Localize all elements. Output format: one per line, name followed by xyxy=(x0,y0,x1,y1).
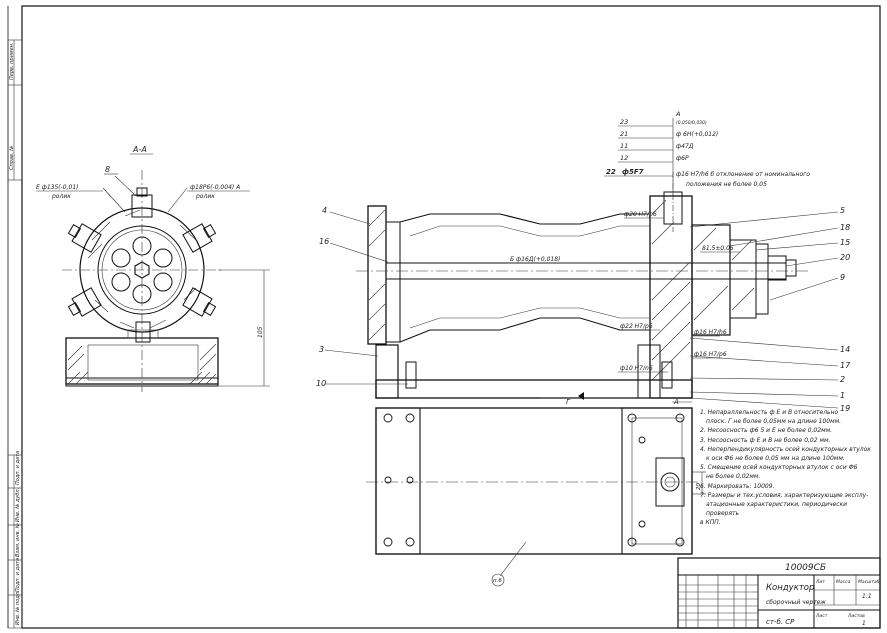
fit-12: ф6Р xyxy=(676,155,689,162)
dim-23: 23 xyxy=(620,118,628,126)
strip-label-3: Инв. № подл. xyxy=(15,591,21,626)
strip-label-2: Справ. № xyxy=(9,146,15,170)
req-line: 1. Непараллельность ф Е и В относительно xyxy=(700,409,839,416)
item-2: 2 xyxy=(840,375,845,384)
dim-21: 21 xyxy=(620,130,628,138)
plan-base xyxy=(375,407,693,555)
req-line: к оси Ф6 не более 0,05 мм на длине 100мм… xyxy=(706,455,845,463)
item-18: 18 xyxy=(840,223,850,232)
strip-label-1: Перв. примен. xyxy=(9,42,15,80)
side-strip-bottom-box xyxy=(7,454,23,629)
callout-fit-a: ф18Р6(-0,004) А xyxy=(190,184,240,191)
req-line: не более 0,02мм. xyxy=(706,473,761,481)
dim-22: 22 xyxy=(606,168,616,176)
req-line: плоск. Г не более 0,05мм на длине 100мм. xyxy=(706,418,842,426)
item-14: 14 xyxy=(840,345,850,354)
section-label: А-А xyxy=(132,145,147,154)
item-9: 9 xyxy=(840,273,845,282)
mass-label: Масса xyxy=(836,579,851,585)
item-3: 3 xyxy=(319,345,324,354)
technical-requirements: 1. Непараллельность ф Е и В относительно… xyxy=(700,408,880,528)
dim-11: 11 xyxy=(620,142,628,150)
dim-phi20: ф20 H7/p6 xyxy=(624,211,657,218)
item-19: 19 xyxy=(840,404,850,413)
scale-label: Масштаб xyxy=(858,579,880,585)
strip-label-6: Инв. № дубл. xyxy=(15,488,21,522)
fit-21: ф 6Н(+0,012) xyxy=(676,131,718,138)
scale-value: 1:1 xyxy=(862,593,872,600)
callout-fit-e-sub: ролик xyxy=(51,193,71,200)
callout-p6: п.6 xyxy=(493,578,502,584)
item-5: 5 xyxy=(840,206,845,215)
datum-g: Г xyxy=(566,398,571,406)
title-block: 10009СБ Кондуктор сборочный чертеж ст-б.… xyxy=(677,557,881,629)
callout-fit-e: Е ф135(-0,01) xyxy=(36,184,79,191)
lit-label: Лит xyxy=(815,579,825,585)
doc-number: 10009СБ xyxy=(785,563,826,573)
dim-phi16a: ф16 H7/h6 xyxy=(694,329,727,336)
strip-label-5: Взам. инв. № xyxy=(15,523,21,557)
fit-a-top: А xyxy=(675,110,680,118)
item-4: 4 xyxy=(322,206,327,215)
fit-a-top-tol: (0,050/0,030) xyxy=(676,120,707,126)
dim-105: 105 xyxy=(257,326,264,338)
note-line-2: положения не более 0,05 xyxy=(686,181,767,188)
sheet-label: Лист xyxy=(815,613,828,619)
strip-label-7: Подп. и дата xyxy=(15,451,21,485)
plan-view: 20 п.6 xyxy=(366,407,706,587)
fit-stack: 23 21 11 12 22 А (0,050/0,030) ф 6Н(+0,0… xyxy=(604,110,810,196)
item-1: 1 xyxy=(840,391,845,400)
main-base-plate xyxy=(375,379,693,399)
item-15: 15 xyxy=(840,238,850,247)
main-view: 4 16 3 10 5 18 15 20 9 14 17 2 1 19 ф20 … xyxy=(316,110,851,413)
org-code: ст-б. СР xyxy=(766,618,795,626)
req-line: 3. Несоосность ф Е и В не более 0,02 мм. xyxy=(700,436,831,444)
dim-20: 20 xyxy=(696,483,702,490)
callout-fit-a-sub: ролик xyxy=(195,193,215,200)
sheets-value: 1 xyxy=(862,620,866,627)
left-flange xyxy=(367,205,387,345)
strip-label-4: Подп. и дата xyxy=(15,558,21,592)
dim-phi16b: ф16 H7/p6 xyxy=(694,351,727,358)
req-line: 5. Смещение осей кондукторных втулок с о… xyxy=(700,464,858,472)
req-line: атационные характеристики, периодически … xyxy=(706,501,848,518)
req-line: 7. Размеры и тех.условия, характеризующи… xyxy=(700,491,869,499)
sheets-label: Листов xyxy=(847,613,865,619)
req-line: в КПП. xyxy=(700,519,721,527)
item-16: 16 xyxy=(319,237,329,246)
item-20: 20 xyxy=(840,253,850,262)
req-line: 4. Неперпендикулярность осей кондукторны… xyxy=(700,445,871,453)
drawing-frame xyxy=(21,5,881,629)
req-line: 2. Несоосность ф6 5 и Е не более 0,02мм. xyxy=(700,427,833,435)
dim-81: 81,5±0,05 xyxy=(702,245,734,252)
note-line-1: ф16 H7/h6 б отклонение от номинального xyxy=(676,171,810,178)
item-10: 10 xyxy=(316,379,326,388)
dim-phi22: ф22 H7/p6 xyxy=(620,323,653,330)
callout-8: 8 xyxy=(105,165,110,174)
section-view-a-a: А-А xyxy=(36,145,270,392)
side-strip-top-box xyxy=(7,39,23,181)
dim-12: 12 xyxy=(620,154,628,162)
item-17: 17 xyxy=(840,361,851,370)
dim-b-axis: Б ф16Д(+0,018) xyxy=(510,256,560,263)
right-upright xyxy=(649,195,693,399)
drawing-name: Кондуктор xyxy=(766,583,814,593)
drawing-subname: сборочный чертеж xyxy=(766,599,826,606)
dim-phi10: ф10 H7/n6 xyxy=(620,365,653,372)
req-line: 6. Маркировать: 10009. xyxy=(700,482,775,490)
fit-22: ф5F7 xyxy=(622,168,644,176)
fit-11: ф47Д xyxy=(676,143,694,150)
